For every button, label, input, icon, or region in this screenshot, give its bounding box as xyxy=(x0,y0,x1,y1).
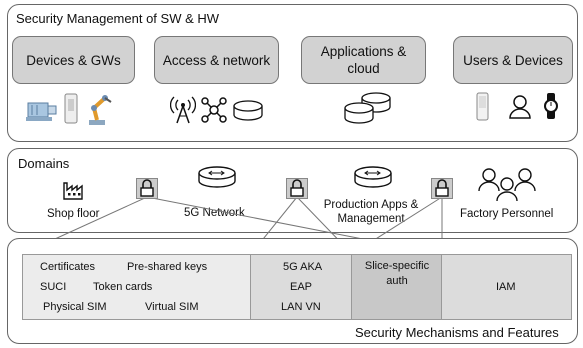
domains-title: Domains xyxy=(18,156,70,171)
category-devices-gws: Devices & GWs xyxy=(12,36,135,84)
category-access-network: Access & network xyxy=(154,36,279,84)
mech-physical-sim: Physical SIM xyxy=(43,301,107,313)
cloud-database-icon xyxy=(344,92,391,124)
mech-lan-vn: LAN VN xyxy=(281,301,321,313)
mech-iam: IAM xyxy=(496,281,516,293)
domain-production-apps: Production Apps & Management xyxy=(323,199,419,225)
mech-virtual-sim: Virtual SIM xyxy=(145,301,199,313)
machine-icon xyxy=(26,102,57,121)
robot-arm-icon xyxy=(89,95,112,125)
security-management-title: Security Management of SW & HW xyxy=(16,11,220,26)
router-icon xyxy=(354,166,392,188)
gateway-icon xyxy=(64,93,78,124)
mechanism-group-iam xyxy=(442,254,572,320)
mechanism-group-credentials xyxy=(22,254,251,320)
category-users-devices: Users & Devices xyxy=(453,36,573,84)
mech-pre-shared-keys: Pre-shared keys xyxy=(127,261,208,273)
mech-token-cards: Token cards xyxy=(93,281,153,293)
mechanism-group-slice xyxy=(352,254,442,320)
mech-5g-aka: 5G AKA xyxy=(283,261,323,273)
watch-icon xyxy=(544,93,558,119)
domain-factory-personnel: Factory Personnel xyxy=(460,208,554,220)
mech-suci: SUCI xyxy=(40,281,67,293)
router-icon xyxy=(198,166,236,188)
phone-device-icon xyxy=(476,92,489,121)
lock-icon xyxy=(136,178,158,199)
database-icon xyxy=(233,100,263,121)
antenna-tower-icon xyxy=(170,96,196,124)
mechanisms-title: Security Mechanisms and Features xyxy=(355,325,559,340)
domain-shop-floor: Shop floor xyxy=(47,208,100,220)
network-nodes-icon xyxy=(201,97,227,123)
user-icon xyxy=(509,95,531,119)
mech-slice-specific-auth: Slice-specific auth xyxy=(364,260,430,287)
domain-5g-network: 5G Network xyxy=(184,207,245,219)
mech-certificates: Certificates xyxy=(40,261,96,273)
factory-icon xyxy=(63,182,83,200)
mech-eap: EAP xyxy=(290,281,313,293)
mechanism-group-5g xyxy=(251,254,352,320)
users-group-icon xyxy=(478,168,536,202)
category-applications-cloud: Applications & cloud xyxy=(301,36,426,84)
lock-icon xyxy=(431,178,453,199)
lock-icon xyxy=(286,178,308,199)
